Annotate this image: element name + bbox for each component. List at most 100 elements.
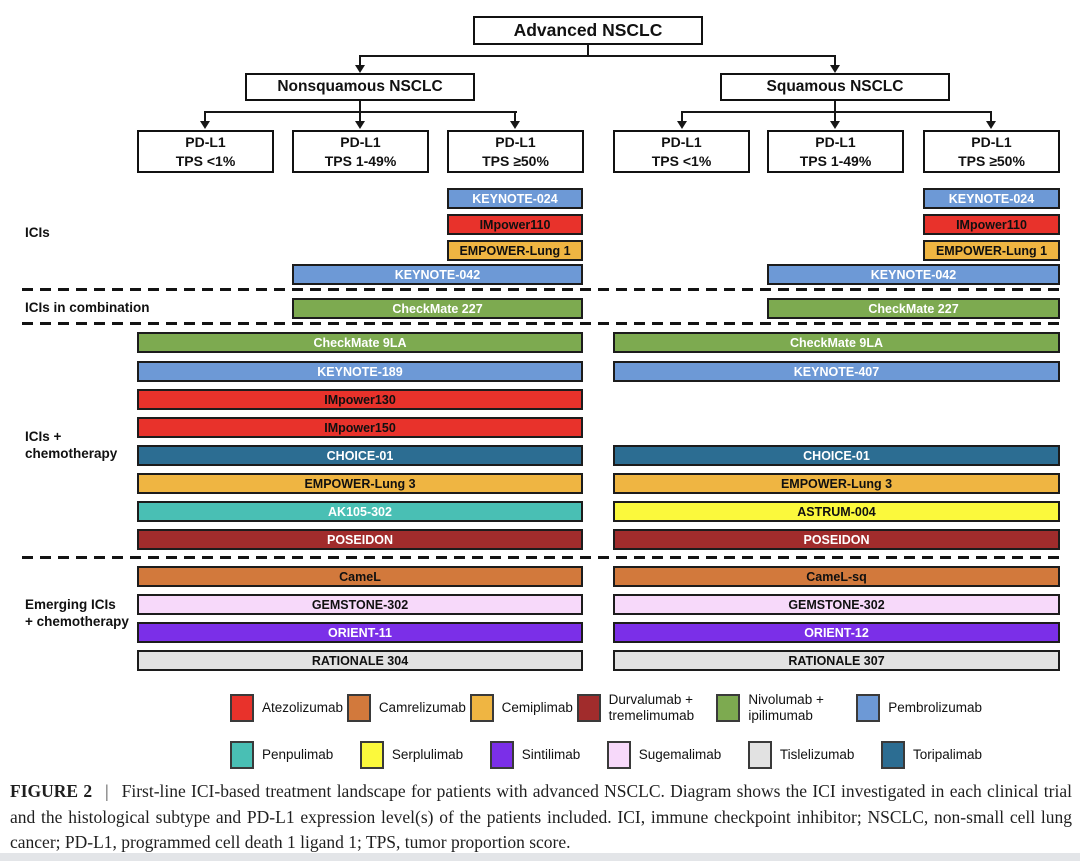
color-swatch	[880, 741, 905, 769]
trial-bar-keynote189-nonsq: KEYNOTE-189	[137, 361, 583, 382]
legend-item-tislelizumab: Tislelizumab	[747, 741, 854, 769]
color-swatch	[230, 741, 254, 769]
trial-bar-keynote042-sq: KEYNOTE-042	[767, 264, 1060, 285]
trial-bar-checkmate227-sq: CheckMate 227	[767, 298, 1060, 319]
pdl1-line2: TPS <1%	[175, 152, 236, 169]
pdl1-line1: PD-L1	[815, 133, 856, 150]
section-label-icis-combination: ICIs in combination	[25, 300, 150, 315]
connector-line	[359, 55, 836, 57]
page-edge-strip	[0, 853, 1080, 861]
legend-label: Durvalumab + tremelimumab	[608, 692, 695, 723]
color-swatch	[230, 694, 254, 722]
trial-bar-gemstone302-sq: GEMSTONE-302	[613, 594, 1060, 615]
pdl1-line2: TPS 1-49%	[324, 152, 397, 169]
figure-caption-separator: |	[105, 781, 109, 801]
legend-item-serplulimab: Serplulimab	[359, 741, 464, 769]
color-swatch	[576, 694, 601, 722]
node-pdl1-tps-1-49-sq: PD-L1 TPS 1-49%	[767, 130, 904, 173]
trial-bar-astrum004-sq: ASTRUM-004	[613, 501, 1060, 522]
arrowhead	[355, 121, 365, 129]
trial-bar-poseidon-sq: POSEIDON	[613, 529, 1060, 550]
section-label-line: chemotherapy	[25, 446, 118, 461]
section-label-line: ICIs +	[25, 429, 62, 444]
section-label-icis: ICIs	[25, 225, 50, 240]
trial-bar-keynote042-nonsq: KEYNOTE-042	[292, 264, 583, 285]
connector-line	[587, 44, 589, 56]
connector-line	[834, 56, 836, 66]
connector-line	[514, 112, 516, 122]
pdl1-line1: PD-L1	[661, 133, 702, 150]
legend-item-durvalumab-tremelimumab: Durvalumab + tremelimumab	[576, 692, 713, 724]
node-nonsquamous-nsclc: Nonsquamous NSCLC	[245, 73, 475, 101]
legend-row-1: Atezolizumab Camrelizumab Cemiplimab Dur…	[230, 690, 982, 726]
node-advanced-nsclc: Advanced NSCLC	[473, 16, 703, 45]
legend-label: Atezolizumab	[262, 700, 344, 715]
trial-bar-choice01-nonsq: CHOICE-01	[137, 445, 583, 466]
section-label-line: + chemotherapy	[25, 614, 129, 629]
arrowhead	[510, 121, 520, 129]
legend-item-nivolumab-ipilimumab: Nivolumab + ipilimumab	[716, 692, 852, 724]
trial-bar-keynote407-sq: KEYNOTE-407	[613, 361, 1060, 382]
connector-line	[359, 112, 361, 122]
pdl1-line2: TPS 1-49%	[799, 152, 872, 169]
color-swatch	[716, 694, 741, 722]
color-swatch	[606, 741, 631, 769]
legend-item-cemiplimab: Cemiplimab	[469, 694, 573, 722]
trial-bar-empower-lung3-sq: EMPOWER-Lung 3	[613, 473, 1060, 494]
trial-bar-impower110-nonsq: IMpower110	[447, 214, 583, 235]
connector-line	[204, 112, 206, 122]
color-swatch	[359, 741, 384, 769]
trial-bar-ak105-302-nonsq: AK105-302	[137, 501, 583, 522]
connector-line	[359, 56, 361, 66]
arrowhead	[677, 121, 687, 129]
legend-item-toripalimab: Toripalimab	[880, 741, 982, 769]
trial-bar-choice01-sq: CHOICE-01	[613, 445, 1060, 466]
trial-bar-camel-sq: CameL-sq	[613, 566, 1060, 587]
trial-bar-empower-lung3-nonsq: EMPOWER-Lung 3	[137, 473, 583, 494]
node-pdl1-tps-1-49-nonsq: PD-L1 TPS 1-49%	[292, 130, 429, 173]
legend-label: Cemiplimab	[501, 700, 573, 715]
color-swatch	[489, 741, 514, 769]
connector-line	[681, 112, 683, 122]
pdl1-line1: PD-L1	[495, 133, 536, 150]
pdl1-line2: TPS ≥50%	[958, 152, 1025, 169]
section-label-line: Emerging ICIs	[25, 597, 116, 612]
legend-item-sugemalimab: Sugemalimab	[606, 741, 721, 769]
connector-line	[834, 112, 836, 122]
arrowhead	[986, 121, 996, 129]
node-squamous-nsclc: Squamous NSCLC	[720, 73, 950, 101]
color-swatch	[469, 694, 494, 722]
color-swatch	[346, 694, 371, 722]
pdl1-line1: PD-L1	[340, 133, 381, 150]
figure-caption: FIGURE 2 |First-line ICI-based treatment …	[10, 779, 1072, 856]
pdl1-line1: PD-L1	[185, 133, 226, 150]
trial-bar-empower-lung1-sq: EMPOWER-Lung 1	[923, 240, 1060, 261]
legend-label: Sintilimab	[521, 747, 581, 762]
legend-label: Camrelizumab	[378, 700, 466, 715]
color-swatch	[856, 694, 881, 722]
legend-label: Nivolumab + ipilimumab	[748, 692, 824, 723]
trial-bar-orient12-sq: ORIENT-12	[613, 622, 1060, 643]
color-swatch	[747, 741, 772, 769]
figure-caption-label: FIGURE 2	[10, 781, 93, 801]
arrowhead	[830, 65, 840, 73]
figure-caption-text: First-line ICI-based treatment landscape…	[10, 781, 1072, 852]
trial-bar-keynote024-sq: KEYNOTE-024	[923, 188, 1060, 209]
section-label-icis-chemotherapy: ICIs + chemotherapy	[25, 428, 117, 462]
trial-bar-keynote024-nonsq: KEYNOTE-024	[447, 188, 583, 209]
legend-label: Serplulimab	[391, 747, 464, 762]
arrowhead	[830, 121, 840, 129]
section-divider	[22, 322, 1065, 325]
connector-line	[834, 101, 836, 112]
trial-bar-checkmate227-nonsq: CheckMate 227	[292, 298, 583, 319]
node-pdl1-tps-lt1-nonsq: PD-L1 TPS <1%	[137, 130, 274, 173]
pdl1-line2: TPS <1%	[651, 152, 712, 169]
legend-item-penpulimab: Penpulimab	[230, 741, 333, 769]
legend-row-2: Penpulimab Serplulimab Sintilimab Sugema…	[230, 740, 982, 770]
trial-bar-empower-lung1-nonsq: EMPOWER-Lung 1	[447, 240, 583, 261]
trial-bar-gemstone302-nonsq: GEMSTONE-302	[137, 594, 583, 615]
node-pdl1-tps-lt1-sq: PD-L1 TPS <1%	[613, 130, 750, 173]
section-divider	[22, 288, 1065, 291]
connector-line	[990, 112, 992, 122]
